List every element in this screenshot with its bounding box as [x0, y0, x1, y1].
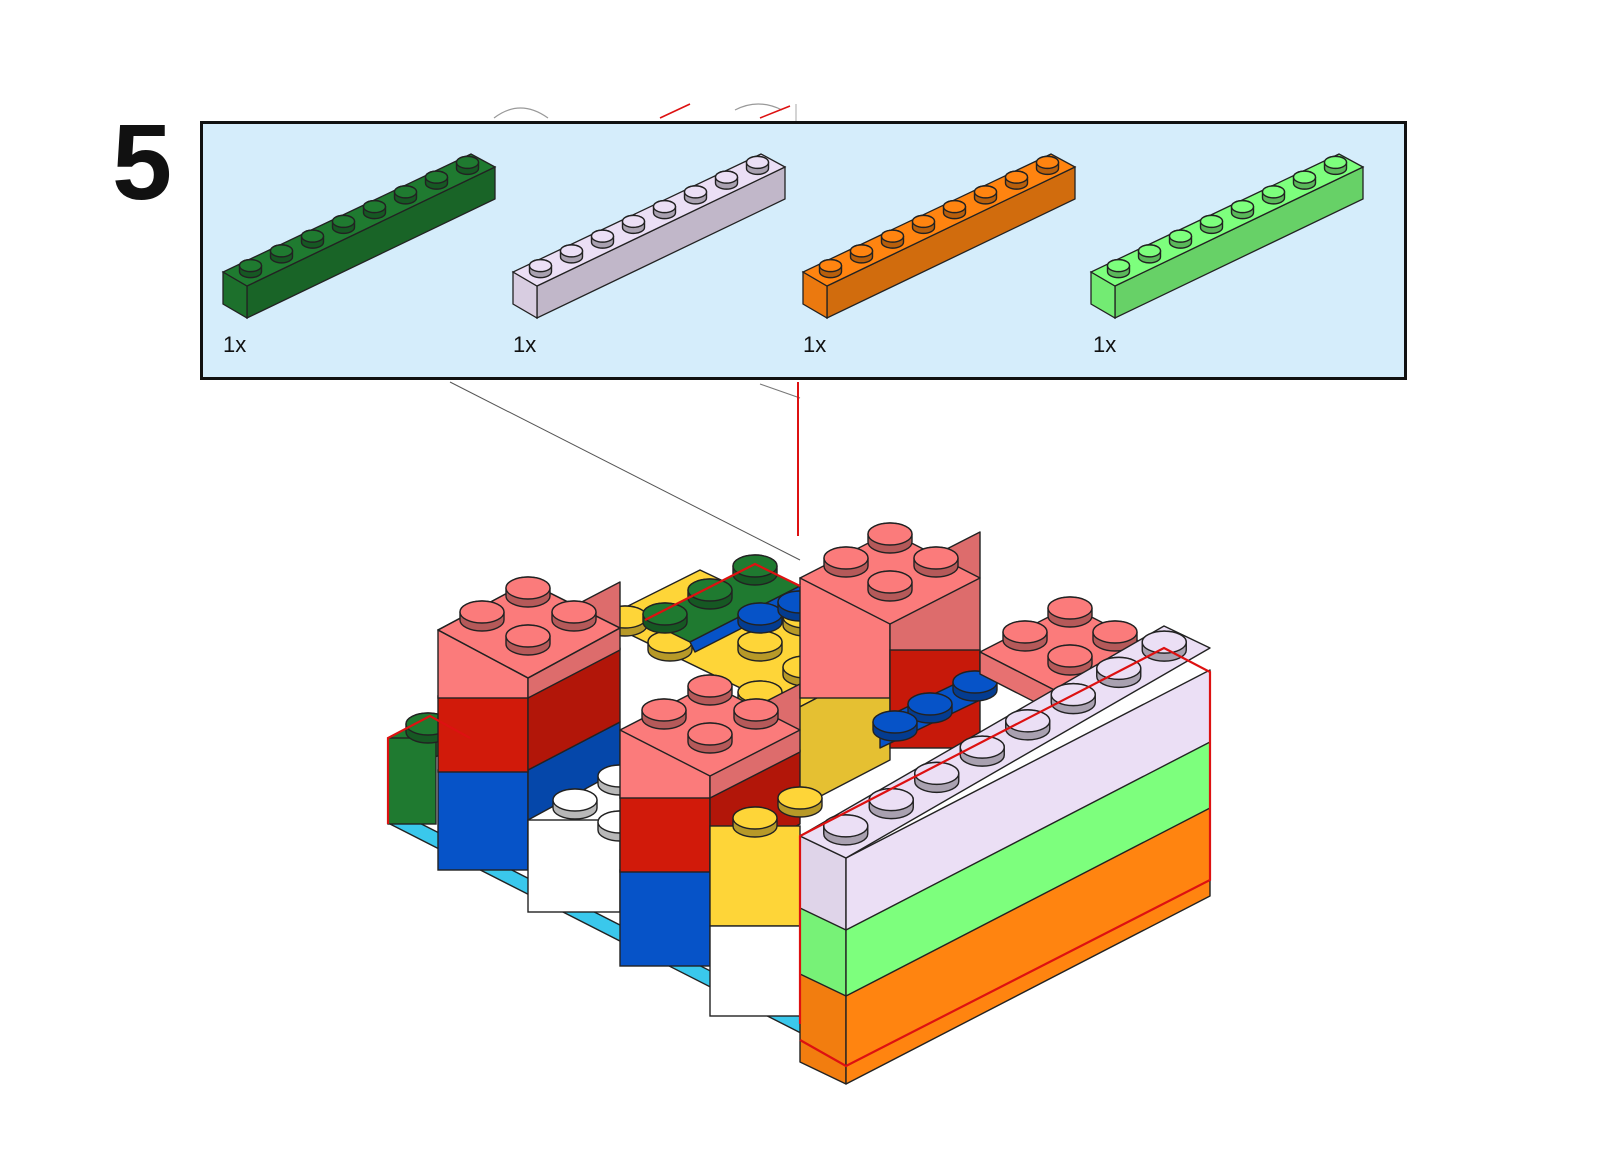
- stud-icon: [849, 244, 874, 264]
- salmon-stud: [641, 698, 687, 730]
- new-parts-highlight-outline: [386, 714, 471, 824]
- stud-icon: [1137, 244, 1162, 264]
- stud-icon: [1106, 258, 1131, 279]
- brick-1x8-bright-green-icon: [1089, 153, 1365, 320]
- blue-stud: [737, 602, 783, 634]
- salmon-stud: [505, 576, 551, 608]
- leader-line: [449, 381, 801, 561]
- stud-icon: [818, 258, 843, 279]
- yellow-stud: [737, 680, 783, 712]
- blue-stud: [872, 710, 918, 742]
- stud-icon: [621, 214, 646, 235]
- stud-icon: [1230, 199, 1255, 220]
- dark-green-low-brick-front: [387, 737, 437, 825]
- salmon-stud: [459, 600, 505, 632]
- part-4-quantity: 1x: [1093, 332, 1117, 357]
- yellow-stud: [777, 786, 823, 818]
- salmon-stud: [867, 570, 913, 602]
- salmon-stud: [867, 522, 913, 554]
- parts-list-drawing: [221, 153, 1365, 320]
- stud-icon: [590, 229, 615, 249]
- yellow-stud: [647, 630, 693, 662]
- stud-icon: [911, 214, 936, 235]
- red-brick-front: [437, 695, 529, 773]
- parts-list-callout: 1x 1x 1x 1x: [200, 121, 1407, 380]
- salmon-stud: [823, 546, 869, 578]
- blue-brick-front: [619, 869, 711, 967]
- stud-icon: [455, 155, 480, 176]
- lavender-stud: [868, 787, 914, 820]
- green-stud: [642, 602, 688, 634]
- blue-stud: [907, 692, 953, 724]
- leader-line: [759, 383, 801, 399]
- blue-brick-front: [437, 769, 529, 871]
- ghost-brick-outline: [659, 103, 791, 119]
- salmon-stud: [1002, 620, 1048, 652]
- green-stud: [687, 578, 733, 610]
- stud-icon: [1261, 185, 1286, 205]
- stud-icon: [973, 185, 998, 205]
- yellow-brick-front: [709, 825, 801, 927]
- salmon-stud: [1047, 596, 1093, 628]
- salmon-stud: [1092, 620, 1138, 652]
- salmon-stud: [687, 674, 733, 706]
- stud-icon: [1199, 214, 1224, 235]
- stud-icon: [1004, 170, 1029, 190]
- salmon-stud: [687, 722, 733, 754]
- stud-icon: [683, 185, 708, 205]
- assembled-model: [386, 522, 1212, 1085]
- salmon-stud: [551, 600, 597, 632]
- lavender-stud: [959, 735, 1005, 767]
- stud-icon: [528, 258, 553, 279]
- brick-1x8-orange-icon: [801, 153, 1077, 320]
- stud-icon: [331, 214, 356, 235]
- stud-icon: [269, 244, 294, 264]
- part-3-quantity: 1x: [803, 332, 827, 357]
- brick-1x8-dark-green-icon: [221, 153, 497, 320]
- ghost-stud-outline: [493, 107, 549, 119]
- stud-icon: [1323, 155, 1348, 176]
- stud-icon: [1035, 155, 1060, 176]
- green-stud: [732, 554, 778, 586]
- new-parts-highlight-outline: [798, 646, 1212, 1068]
- stud-icon: [1292, 170, 1317, 190]
- stud-icon: [942, 199, 967, 220]
- lavender-stud: [823, 814, 869, 846]
- stud-icon: [393, 185, 418, 205]
- stud-icon: [559, 244, 584, 264]
- part-2-quantity: 1x: [513, 332, 537, 357]
- lavender-stud: [914, 761, 960, 794]
- stud-icon: [652, 199, 677, 220]
- stud-icon: [238, 258, 263, 279]
- stud-icon: [880, 229, 905, 249]
- yellow-stud: [737, 630, 783, 662]
- salmon-brick-top-outline: [437, 581, 621, 679]
- salmon-stud: [913, 546, 959, 578]
- new-parts-highlight-outline: [644, 562, 801, 621]
- stud-icon: [300, 229, 325, 249]
- lavender-stud: [1005, 709, 1051, 741]
- yellow-stud: [732, 806, 778, 838]
- salmon-stud: [733, 698, 779, 730]
- part-1-quantity: 1x: [223, 332, 247, 357]
- salmon-stud: [505, 624, 551, 656]
- step-number: 5: [112, 101, 173, 222]
- salmon-stud: [1047, 644, 1093, 676]
- red-brick-front: [619, 795, 711, 873]
- blue-stud: [952, 670, 998, 702]
- stud-icon: [745, 155, 770, 176]
- white-stud: [552, 788, 598, 820]
- stud-icon: [1168, 229, 1193, 249]
- stud-icon: [362, 199, 387, 220]
- white-brick-front: [709, 925, 801, 1017]
- callout-leader-lines: [449, 103, 801, 561]
- stud-icon: [714, 170, 739, 190]
- stud-icon: [424, 170, 449, 190]
- ghost-stud-outline: [734, 103, 783, 111]
- brick-1x8-lavender-icon: [511, 153, 787, 320]
